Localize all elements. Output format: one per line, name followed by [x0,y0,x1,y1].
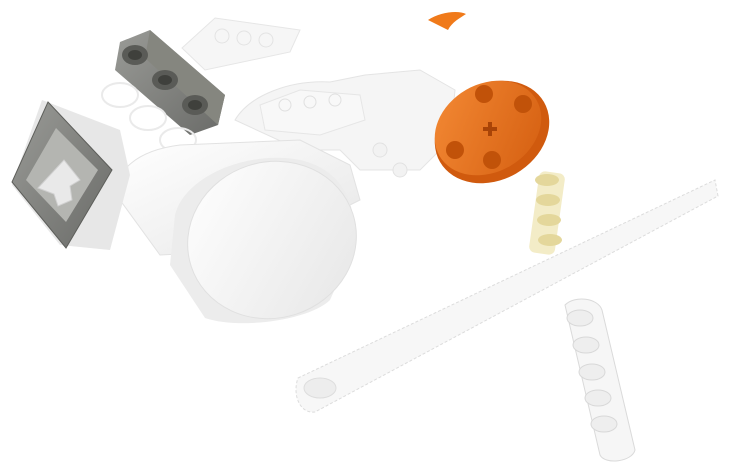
transparent-beam-long [295,179,719,413]
yellow-bushing-stack [529,171,565,255]
motor-end-cap [170,157,357,324]
orange-tab [428,12,466,30]
connector-arrow-icon [37,159,81,207]
orange-hub-disc [434,80,550,184]
transparent-beam-vertical [564,298,636,462]
gray-beam-3-hole [115,30,225,135]
connector-plate [11,100,130,250]
transparent-beam-small [181,17,301,71]
